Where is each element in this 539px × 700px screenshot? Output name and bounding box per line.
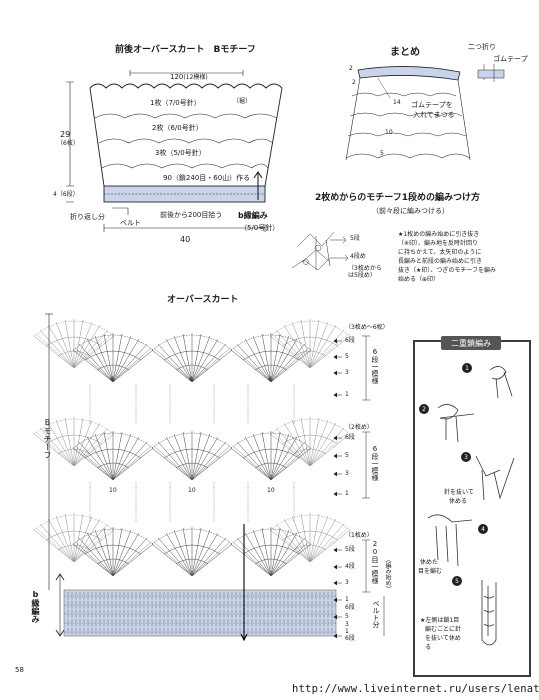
num-5: 5 bbox=[380, 150, 384, 157]
panel-note-c: を抜いて休め bbox=[425, 635, 461, 642]
num-14: 14 bbox=[393, 99, 401, 106]
group3-row-6: 3 bbox=[345, 621, 349, 628]
group3-belt: ベルト分 bbox=[372, 600, 380, 628]
motif-note-l1: ★1枚めの編み始めに引き抜き bbox=[398, 231, 480, 238]
group1-row-0: 6段 bbox=[345, 337, 355, 344]
pickup-note: 90（鎖240目・60山）作る bbox=[163, 174, 251, 182]
fold-two-label: 二つ折り bbox=[468, 43, 496, 51]
step4-note-a: 休めた bbox=[420, 559, 439, 566]
panel-note-a: ★左側は鎖1目 bbox=[420, 617, 460, 624]
step-5-badge: 5 bbox=[452, 576, 462, 586]
row3-needle: 3枚（5/0号針） bbox=[155, 149, 206, 157]
num-10-a: 10 bbox=[109, 487, 117, 494]
rubber-label: ゴムテープ bbox=[493, 55, 528, 63]
height-main: 29 bbox=[60, 130, 71, 139]
group2-row-0: 6段 bbox=[345, 434, 355, 441]
num-2a: 2 bbox=[349, 65, 353, 72]
step4-note-b: 目を編む bbox=[418, 568, 443, 575]
belt-label: ベルト bbox=[120, 219, 141, 227]
motif-note-l5: 抜き（★印）、つぎのモチーフを編み bbox=[398, 267, 497, 274]
skirt-schematic bbox=[66, 70, 283, 232]
page-number: 58 bbox=[15, 666, 24, 674]
group2-side: 6段一模様 bbox=[371, 445, 379, 481]
group2-row-1: 5 bbox=[345, 452, 349, 459]
num-10-b: 10 bbox=[188, 487, 196, 494]
motif-join-subtitle: （前々段に編みつける） bbox=[372, 207, 449, 215]
group3-label: （1枚め） bbox=[345, 532, 373, 539]
assembly-schematic bbox=[345, 64, 505, 161]
motif-join-title: 2枚めからのモチーフ1段めの編みつけ方 bbox=[315, 193, 480, 203]
motif-label-3: （3枚めからは5段め） bbox=[348, 265, 382, 280]
num-6-b: 6 bbox=[189, 376, 193, 383]
rubber-note-2: 入れてまつる bbox=[413, 111, 455, 119]
motif-note-l2: （※印）、編み地を反時計回り bbox=[398, 240, 479, 247]
group3-side: 20目一模様 bbox=[371, 540, 379, 584]
crochet-chart bbox=[33, 318, 385, 642]
num-6-a: 6 bbox=[110, 376, 114, 383]
motif-note-l4: 長編みと前段の編み始めに引き bbox=[398, 258, 483, 265]
group3-row-4: 6段 bbox=[345, 604, 355, 611]
over-skirt-title: オーバースカート bbox=[167, 295, 239, 305]
group1-row-3: 1 bbox=[345, 391, 349, 398]
group3-row-3: 1 bbox=[345, 596, 349, 603]
width-top: 120(12模様) bbox=[170, 74, 208, 81]
motif-joining-sketch bbox=[291, 231, 349, 271]
motif-note-l6: 始める（⊕印） bbox=[398, 276, 440, 283]
group2-label: （2枚め） bbox=[345, 424, 373, 431]
group3-row-0: 5段 bbox=[345, 546, 355, 553]
double-chain-illustrations bbox=[427, 366, 515, 646]
panel-note-d: る bbox=[425, 644, 432, 651]
motif-label-4: 4段め bbox=[350, 253, 366, 260]
width-top-repeat: (12模様) bbox=[183, 74, 208, 81]
step2-note-a: 針を抜いて bbox=[444, 489, 474, 496]
group3-row-5: 5 bbox=[345, 613, 349, 620]
num-10: 10 bbox=[385, 129, 393, 136]
panel-note-b: 編むごとに針 bbox=[425, 626, 462, 633]
motif-label-5: 5段 bbox=[350, 235, 360, 242]
num-10-c: 10 bbox=[267, 487, 275, 494]
step-3-badge: 3 bbox=[461, 452, 471, 462]
pickup-front-back: 前後から200目拾う bbox=[160, 211, 223, 219]
skirt-schematic-title: 前後オーバースカート Bモチーフ bbox=[115, 45, 256, 55]
group1-side: 6段一模様 bbox=[371, 348, 379, 384]
edge-needle: （5/0号針） bbox=[240, 224, 280, 232]
b-motif-label: Bモチーフ bbox=[43, 418, 52, 459]
step-2-badge: 2 bbox=[419, 404, 429, 414]
double-chain-title: 二重鎖編み bbox=[441, 336, 501, 350]
b-edge-label: b縁編み bbox=[31, 590, 40, 623]
motif-note-l3: に持ちかえて、太矢印のように bbox=[398, 249, 482, 256]
skirt-dimension-line bbox=[45, 313, 65, 637]
height-main-sub: （6枚） bbox=[57, 140, 79, 147]
step-1-badge: 1 bbox=[462, 363, 472, 373]
group3-row-8: 6段 bbox=[345, 635, 355, 642]
group3-row-7: 1 bbox=[345, 628, 349, 635]
group2-row-3: 1 bbox=[345, 490, 349, 497]
group2-row-2: 3 bbox=[345, 470, 349, 477]
fold-label: 折り返し分 bbox=[70, 213, 105, 221]
step2-note-b: 休める bbox=[449, 498, 468, 505]
edge-title: b縁編み bbox=[238, 211, 268, 220]
source-url: http://www.liveinternet.ru/users/lenatt/ bbox=[292, 683, 539, 695]
row2-needle: 2枚（6/0号針） bbox=[152, 124, 203, 132]
group1-row-1: 5 bbox=[345, 353, 349, 360]
band-height: 4（6段） bbox=[53, 191, 79, 198]
step-4-badge: 4 bbox=[478, 524, 488, 534]
width-top-value: 120 bbox=[170, 73, 184, 81]
assembly-title: まとめ bbox=[390, 47, 420, 58]
num-2b: 2 bbox=[352, 79, 356, 86]
num-6-c: 6 bbox=[268, 376, 272, 383]
group3-row-1: 4段 bbox=[345, 563, 355, 570]
group1-label: （3枚め〜6枚） bbox=[345, 324, 389, 331]
seam-label: （裾） bbox=[233, 98, 252, 105]
group1-row-2: 3 bbox=[345, 369, 349, 376]
row1-needle: 1枚（7/0号針） bbox=[150, 99, 201, 107]
group3-side2: （編み始め） bbox=[384, 556, 391, 592]
width-bottom: 40 bbox=[180, 235, 191, 244]
group3-row-2: 3 bbox=[345, 579, 349, 586]
rubber-note-1: ゴムテープを bbox=[411, 101, 453, 109]
